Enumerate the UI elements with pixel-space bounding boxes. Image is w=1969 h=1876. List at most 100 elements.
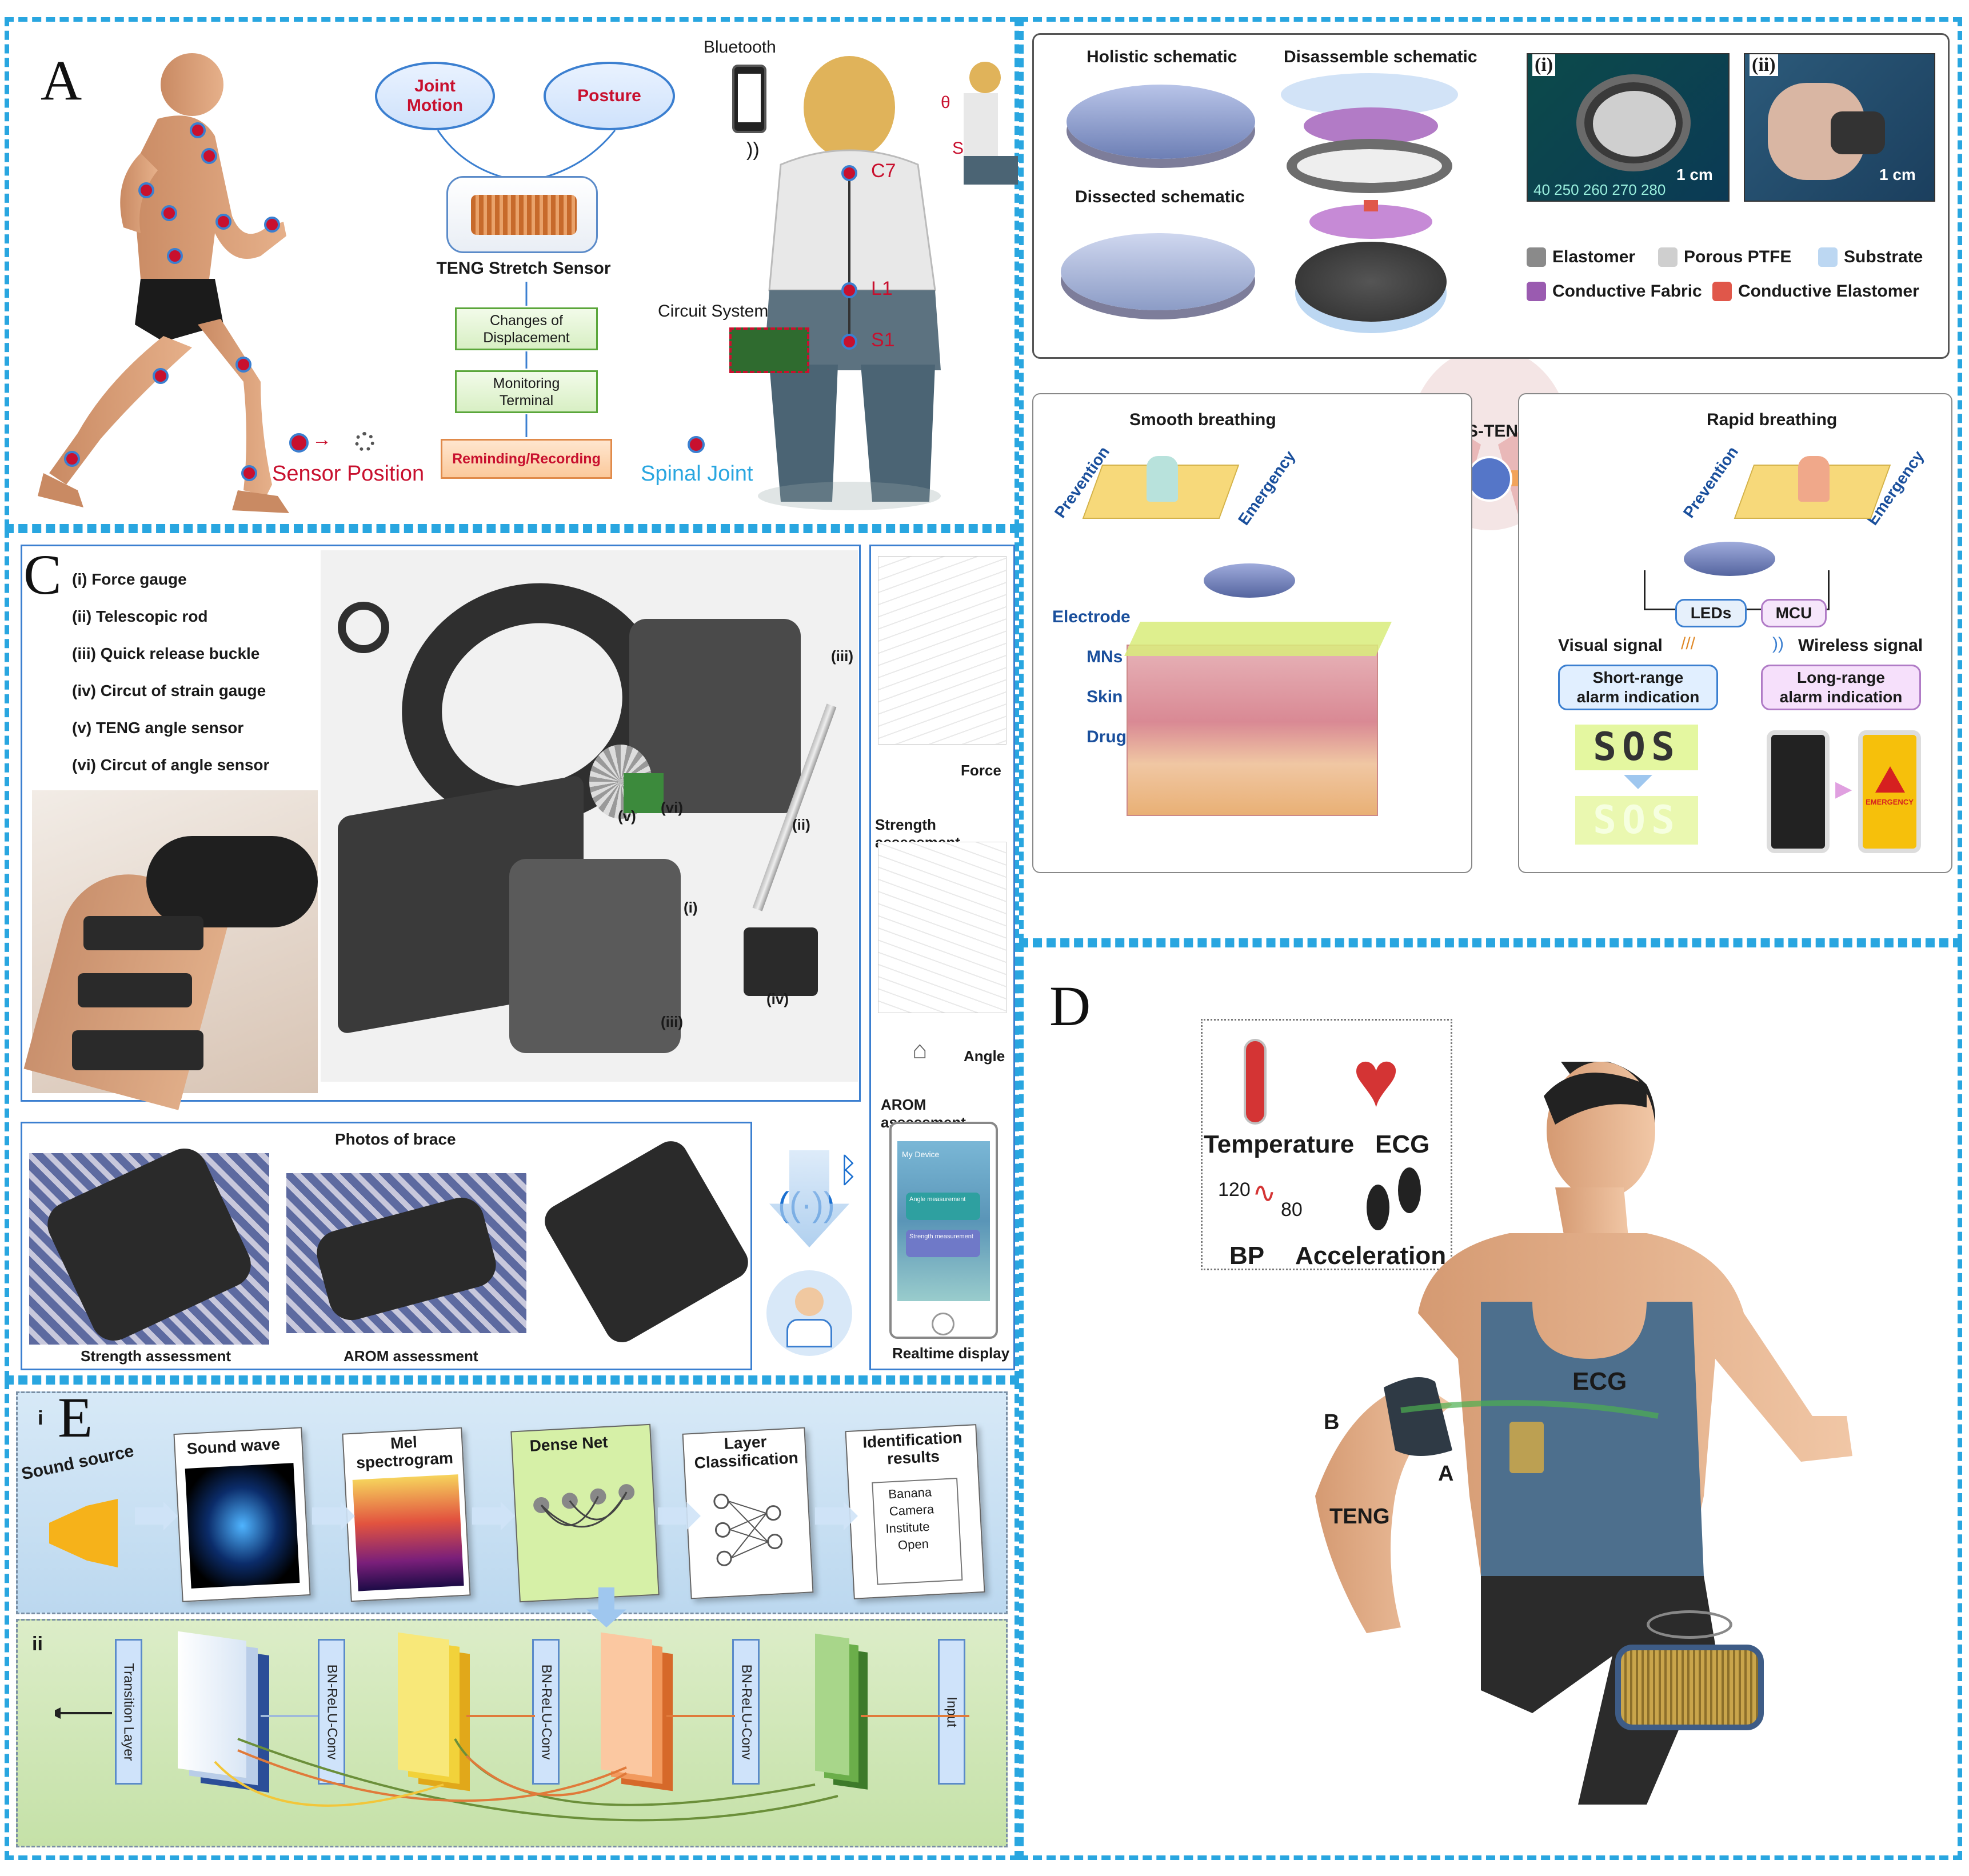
joint-motion-ellipse: Joint Motion — [375, 62, 495, 130]
row-i-label: i — [38, 1407, 43, 1429]
photo-ii: (ii) 1 cm — [1744, 53, 1935, 202]
side-realtime: Realtime display — [892, 1345, 1010, 1362]
legend-substrate-swatch — [1818, 247, 1838, 267]
row-i-arrows — [135, 1502, 858, 1530]
sensor-gear-icon — [355, 432, 374, 451]
card-dense-net: Dense Net — [510, 1423, 660, 1603]
layer-mns: MNs — [1087, 647, 1123, 666]
acceleration-label: Acceleration — [1295, 1242, 1447, 1270]
heart-icon: ♥ — [1352, 1034, 1400, 1123]
card-layer-classification: Layer Classification — [682, 1427, 814, 1599]
result-open: Open — [897, 1536, 929, 1553]
legend-fabric: Conductive Fabric — [1552, 282, 1702, 301]
panel-c-letter: C — [23, 543, 62, 606]
visual-signal-icon: /// — [1681, 634, 1696, 653]
teng-sensor-title: TENG Stretch Sensor — [436, 259, 611, 278]
legend-ptfe-swatch — [1658, 247, 1678, 267]
bp-value-80: 80 — [1281, 1199, 1303, 1221]
panel-d-letter: D — [1049, 974, 1091, 1038]
photos-title: Photos of brace — [335, 1130, 456, 1148]
side-angle: Angle — [964, 1047, 1005, 1065]
caption-arom: AROM assessment — [344, 1347, 478, 1365]
disassemble-label: Disassemble schematic — [1284, 47, 1477, 66]
realtime-phone: My Device Angle measurement Strength mea… — [889, 1122, 998, 1339]
photo-i-ruler: 40 250 260 270 280 — [1533, 181, 1666, 198]
legend-angle-circuit: (vi) Circut of angle sensor — [72, 756, 270, 774]
legend-ptfe: Porous PTFE — [1684, 247, 1792, 266]
brace-photo-strength — [29, 1141, 269, 1349]
circuit-system-label: Circuit System — [658, 302, 769, 321]
row-ii-label: ii — [32, 1633, 43, 1655]
spinal-joint-icon — [688, 436, 705, 453]
layer-electrode: Electrode — [1052, 607, 1131, 626]
mcu-box: MCU — [1761, 599, 1827, 627]
bp-label: BP — [1229, 1242, 1265, 1270]
part-iii-top: (iii) — [831, 647, 853, 665]
phone-icon — [732, 65, 766, 133]
exploded-brace-render — [321, 546, 858, 1082]
part-ii: (ii) — [792, 816, 810, 833]
vitals-callout — [1201, 1019, 1452, 1270]
side-force: Force — [961, 762, 1001, 779]
ecg-shirt-label: ECG — [1572, 1367, 1627, 1395]
smooth-breathing-label: Smooth breathing — [1129, 410, 1276, 429]
layer-skin: Skin — [1087, 687, 1123, 706]
dissected-label: Dissected schematic — [1075, 187, 1245, 206]
phone-my-device: My Device — [902, 1150, 940, 1159]
result-camera: Camera — [889, 1502, 934, 1519]
leds-box: LEDs — [1675, 599, 1747, 627]
home-icon: ⌂ — [912, 1036, 928, 1064]
row-ii-connections — [55, 1707, 969, 1822]
knee-brace-photo — [23, 790, 318, 1110]
legend-strain-gauge: (iv) Circut of strain gauge — [72, 682, 266, 699]
force-sketch — [878, 556, 1007, 745]
dissected-disk — [1061, 233, 1255, 310]
flow-displacement: Changes of Displacement — [455, 307, 598, 350]
bar-bn-relu-conv-1: BN-ReLU-Conv — [318, 1639, 345, 1785]
temperature-label: Temperature — [1204, 1130, 1355, 1158]
smooth-tube — [1147, 456, 1178, 502]
spine-c7: C7 — [871, 160, 896, 182]
wireless-signal-label: Wireless signal — [1798, 636, 1923, 655]
legend-elastomer-swatch — [1527, 247, 1546, 267]
phone-strength-button[interactable]: Strength measurement — [906, 1230, 980, 1257]
athlete-illustration — [1315, 1062, 1852, 1805]
visual-signal-label: Visual signal — [1558, 636, 1663, 655]
phone-angle-button[interactable]: Angle measurement — [906, 1193, 980, 1220]
doctor-avatar — [766, 1270, 852, 1356]
legend-quick-release: (iii) Quick release buckle — [72, 645, 260, 662]
legend-teng-angle: (v) TENG angle sensor — [72, 719, 244, 737]
flow-arrows — [525, 282, 528, 437]
rapid-breathing-label: Rapid breathing — [1707, 410, 1838, 429]
phone-dark — [1767, 730, 1830, 853]
layer-drug: Drug — [1087, 727, 1127, 746]
rapid-teng-disk — [1684, 542, 1775, 576]
emergency-screen-text: EMERGENCY — [1866, 798, 1914, 806]
running-man-illustration — [38, 53, 289, 513]
holistic-disk — [1067, 85, 1255, 159]
panel-a: A Joint Motion Posture TENG Stretch Sens… — [5, 17, 1019, 529]
sensor-position-arrow: → — [312, 429, 332, 450]
sitting-child-thumbnail — [952, 62, 1018, 205]
brace-photo-arom — [286, 1173, 526, 1333]
photo-ii-label: (ii) — [1750, 54, 1778, 76]
child-back-illustration — [758, 56, 941, 510]
ecg-label: ECG — [1375, 1130, 1430, 1158]
brace-photo-product — [538, 1135, 754, 1349]
photo-ii-scale: 1 cm — [1879, 166, 1916, 183]
circuit-board — [729, 327, 809, 373]
flow-monitoring: Monitoring Terminal — [455, 370, 598, 413]
posture-ellipse: Posture — [544, 62, 675, 130]
bar-bn-relu-conv-3: BN-ReLU-Conv — [732, 1639, 760, 1785]
panel-a-letter: A — [41, 49, 82, 112]
short-range-box: Short-range alarm indication — [1558, 665, 1718, 710]
holistic-label: Holistic schematic — [1087, 47, 1237, 66]
photo-i-scale: 1 cm — [1676, 166, 1713, 183]
phone-emergency: EMERGENCY — [1858, 730, 1921, 853]
teng-label: TENG — [1329, 1505, 1390, 1529]
rapid-tube — [1798, 456, 1830, 502]
photo-i: (i) 1 cm 40 250 260 270 280 — [1527, 53, 1730, 202]
part-v: (v) — [618, 807, 636, 825]
angle-sketch — [878, 842, 1007, 1013]
panel-b: B Holistic schematic Disassemble schemat… — [1019, 17, 1962, 943]
